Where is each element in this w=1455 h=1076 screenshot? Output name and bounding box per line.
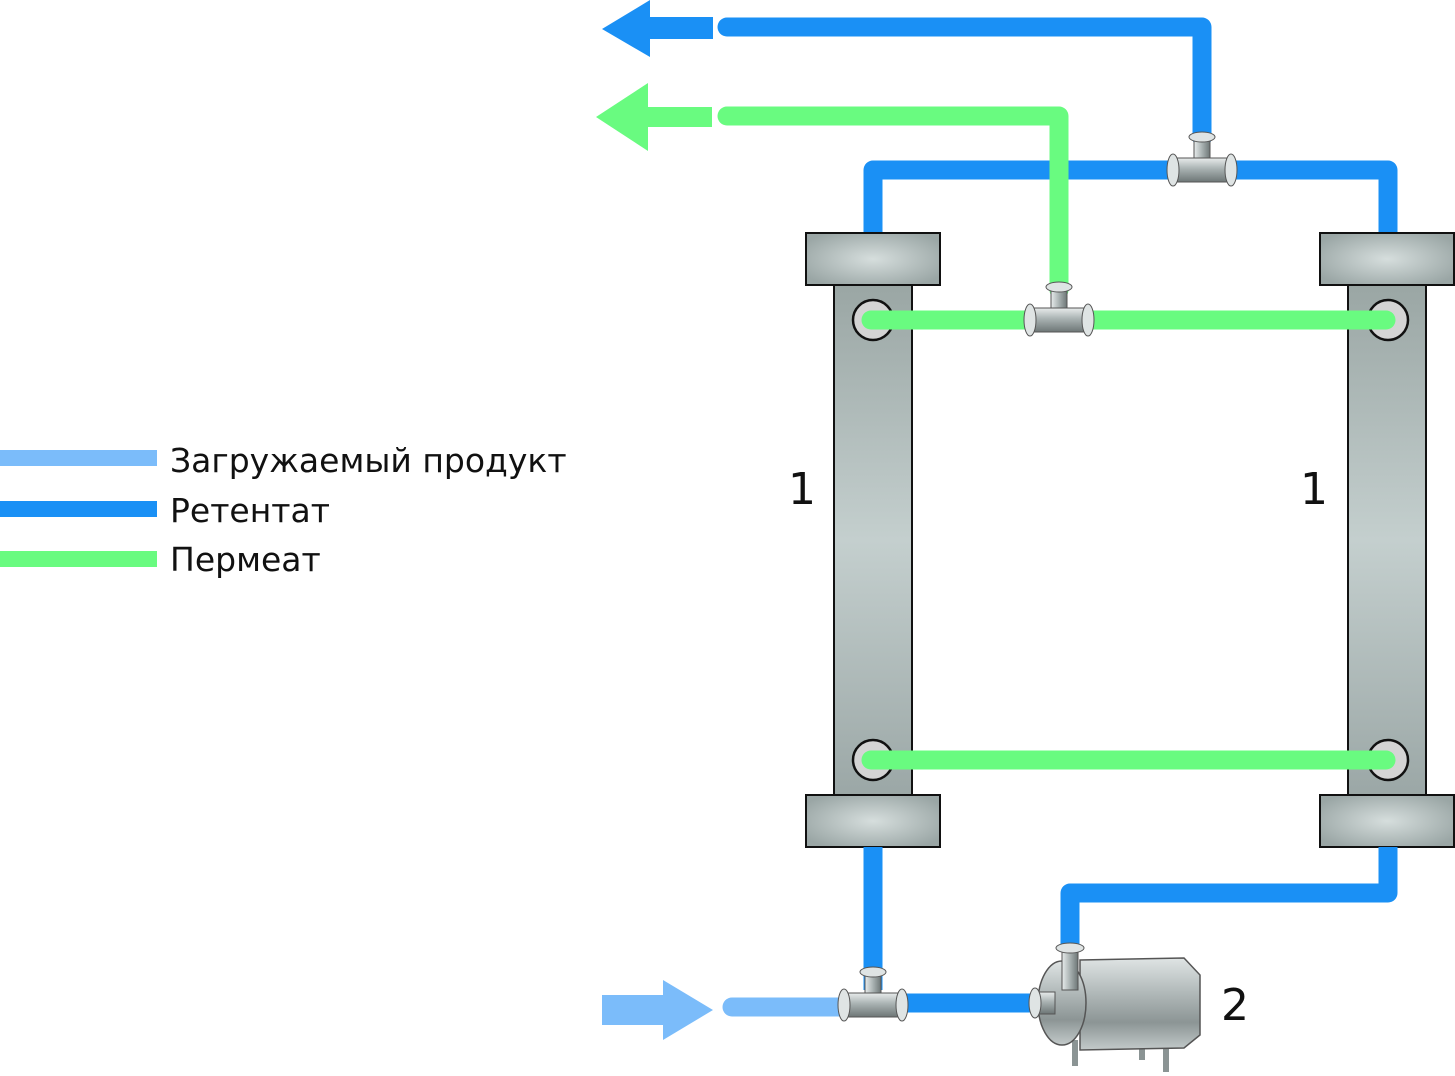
module-top-cap xyxy=(1319,232,1455,286)
retentate-outlet-pipe xyxy=(717,17,1212,148)
module-body xyxy=(1347,283,1427,797)
legend: Загружаемый продукт Ретентат Пермеат xyxy=(0,441,567,579)
pump-motor xyxy=(1079,957,1201,1051)
pump-outlet xyxy=(1061,949,1079,991)
legend-label-permeate: Пермеат xyxy=(170,540,321,579)
legend-label-feed: Загружаемый продукт xyxy=(170,441,567,480)
centrifugal-pump xyxy=(1028,942,1201,1072)
tee-fitting-retentate-top xyxy=(1166,131,1238,187)
feed-inlet-arrow xyxy=(602,980,713,1040)
pump-outlet-flange xyxy=(1055,942,1085,954)
module-top-cap xyxy=(805,232,941,286)
module-bottom-cap xyxy=(805,794,941,848)
module-bottom-cap xyxy=(1319,794,1455,848)
membrane-module-left xyxy=(805,232,941,848)
legend-item-feed: Загружаемый продукт xyxy=(0,441,567,480)
label-module-right: 1 xyxy=(1300,464,1328,515)
legend-swatch-permeate xyxy=(0,551,157,567)
legend-swatch-retentate xyxy=(0,501,157,517)
membrane-module-right xyxy=(1319,232,1455,848)
tee-fitting-feed xyxy=(837,966,909,1022)
legend-swatch-feed xyxy=(0,450,157,466)
permeate-outlet-pipe xyxy=(717,106,1069,300)
legend-item-retentate: Ретентат xyxy=(0,491,330,530)
retentate-header-pipe xyxy=(863,160,1398,232)
label-module-left: 1 xyxy=(788,464,816,515)
legend-label-retentate: Ретентат xyxy=(170,491,330,530)
legend-item-permeate: Пермеат xyxy=(0,540,321,579)
tee-fitting-permeate-top xyxy=(1023,281,1095,337)
label-pump: 2 xyxy=(1221,980,1249,1031)
pump-inlet-flange xyxy=(1028,987,1042,1019)
retentate-pump-outlet-pipe xyxy=(1060,847,1398,950)
retentate-outlet-arrow xyxy=(602,0,713,57)
module-body xyxy=(833,283,913,797)
permeate-outlet-arrow xyxy=(596,83,712,151)
